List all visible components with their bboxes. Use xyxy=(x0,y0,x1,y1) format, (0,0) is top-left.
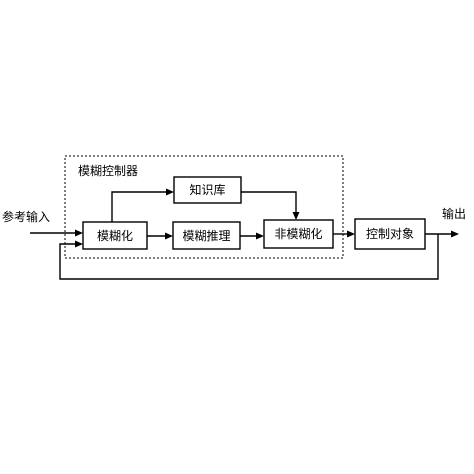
knowledge-to-defuzzify-line xyxy=(241,191,297,213)
fuzzy-inference-block xyxy=(172,221,241,250)
fuzzify-to-knowledge-arrowhead xyxy=(166,188,174,196)
plant-block xyxy=(354,218,426,250)
defuzzify-label: 非模糊化 xyxy=(274,226,322,241)
fuzzy-controller-boundary xyxy=(64,155,344,259)
fuzzy-inference-label: 模糊推理 xyxy=(182,228,230,243)
output-arrowhead xyxy=(451,230,459,238)
fuzzify-to-knowledge-line xyxy=(111,191,167,222)
reference-input-label: 参考输入 xyxy=(2,209,50,224)
knowledge-to-defuzzify-arrowhead xyxy=(292,212,300,220)
output-label: 输出 xyxy=(442,206,466,221)
defuzzify-block xyxy=(263,219,334,249)
plant-label: 控制对象 xyxy=(366,227,414,241)
input-arrowhead xyxy=(75,229,83,237)
knowledge-base-label: 知识库 xyxy=(189,182,225,197)
defuzzify-to-plant-arrowhead xyxy=(347,230,355,238)
fuzzy-controller-label: 模糊控制器 xyxy=(78,163,138,178)
feedback-line xyxy=(59,234,439,280)
fuzzify-to-inference-arrowhead xyxy=(165,232,173,240)
inference-to-defuzzify-arrowhead xyxy=(256,232,264,240)
knowledge-base-block xyxy=(173,176,242,204)
feedback-arrowhead xyxy=(75,240,83,248)
fuzzify-label: 模糊化 xyxy=(97,228,133,243)
